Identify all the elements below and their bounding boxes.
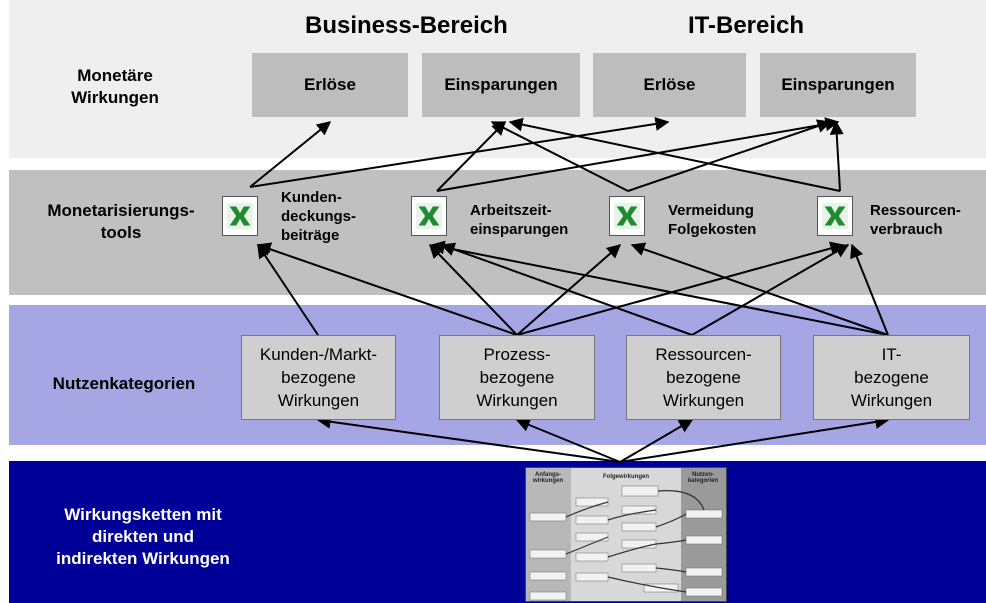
box-erloese-business: Erlöse — [252, 53, 408, 117]
category-ressourcen: Ressourcen- bezogene Wirkungen — [626, 335, 781, 420]
thumb-col-header-nutzen: Nutzen-kategorien — [688, 472, 719, 484]
row-label-tools: Monetarisierungs- tools — [47, 201, 195, 242]
excel-icon — [817, 196, 853, 236]
tool-label-ressourcen: Ressourcen- verbrauch — [870, 202, 961, 238]
header-it: IT-Bereich — [688, 12, 805, 39]
excel-icon — [411, 196, 447, 236]
category-prozess: Prozess- bezogene Wirkungen — [439, 335, 595, 420]
box-einsparungen-it: Einsparungen — [760, 53, 916, 117]
excel-icon — [222, 196, 258, 236]
thumb-col-header-anfang: Anfangs-wirkungen — [532, 472, 563, 484]
category-kunden-markt: Kunden-/Markt- bezogene Wirkungen — [241, 335, 396, 420]
row-label-wirkungsketten: Wirkungsketten mit direkten und indirekt… — [56, 505, 230, 568]
header-business: Business-Bereich — [305, 12, 508, 39]
thumb-col-header-folge: Folgewirkungen — [603, 474, 649, 480]
impact-chains-band — [9, 461, 986, 603]
impact-chain-thumbnail: Anfangs-wirkungen Folgewirkungen Nutzen-… — [525, 467, 727, 602]
box-erloese-it: Erlöse — [593, 53, 746, 117]
tool-label-arbeitszeit: Arbeitszeit- einsparungen — [470, 202, 569, 238]
tool-label-folgekosten: Vermeidung Folgekosten — [668, 202, 757, 238]
excel-icon — [609, 196, 645, 236]
tool-label-kunden: Kunden- deckungs- beiträge — [281, 189, 357, 244]
row-label-monetaere: Monetäre Wirkungen — [71, 66, 159, 107]
row-label-nutzen: Nutzenkategorien — [52, 374, 196, 393]
category-it: IT- bezogene Wirkungen — [813, 335, 970, 420]
box-einsparungen-business: Einsparungen — [422, 53, 580, 117]
